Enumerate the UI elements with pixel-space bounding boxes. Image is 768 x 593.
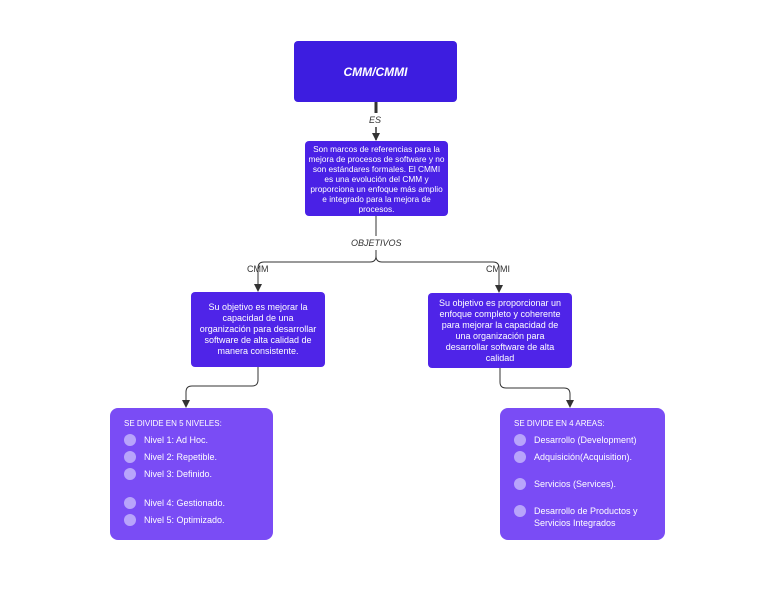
- item-label: Servicios (Services).: [534, 479, 617, 489]
- bullet-icon: [514, 451, 526, 463]
- cmmi-objective-node[interactable]: Su objetivo es proporcionar un enfoque c…: [428, 293, 572, 368]
- bullet-icon: [514, 434, 526, 446]
- cmm-objective-text: Su objetivo es mejorar la capacidad de u…: [199, 302, 317, 356]
- cmmi-objective-text: Su objetivo es proporcionar un enfoque c…: [438, 297, 562, 363]
- areas-node[interactable]: SE DIVIDE EN 4 AREAS: Desarrollo (Develo…: [500, 408, 665, 540]
- edge-label-es: ES: [369, 115, 382, 125]
- item-label: Nivel 5: Optimizado.: [144, 515, 225, 525]
- bullet-icon: [124, 468, 136, 480]
- definition-text: Son marcos de referencias para la mejora…: [308, 143, 445, 214]
- item-label: Nivel 1: Ad Hoc.: [144, 435, 209, 445]
- bullet-icon: [514, 478, 526, 490]
- list-item: Nivel 3: Definido.: [124, 468, 259, 480]
- bullet-icon: [124, 514, 136, 526]
- bullet-icon: [124, 497, 136, 509]
- branch-label-cmm: CMM: [247, 264, 269, 274]
- edge-label-objetivos: OBJETIVOS: [351, 238, 402, 248]
- item-label: Nivel 3: Definido.: [144, 469, 213, 479]
- list-item: Adquisición(Acquisition).: [514, 451, 651, 463]
- definition-node[interactable]: Son marcos de referencias para la mejora…: [305, 141, 448, 216]
- list-item: Desarrollo de Productos y Servicios Inte…: [514, 505, 651, 529]
- root-title: CMM/CMMI: [343, 64, 408, 79]
- item-label: Desarrollo de Productos y Servicios Inte…: [534, 506, 638, 528]
- areas-title: SE DIVIDE EN 4 AREAS:: [514, 419, 605, 428]
- list-item: Desarrollo (Development): [514, 434, 651, 446]
- list-item: Nivel 1: Ad Hoc.: [124, 434, 259, 446]
- item-label: Nivel 4: Gestionado.: [144, 498, 226, 508]
- levels-title: SE DIVIDE EN 5 NIVELES:: [124, 419, 222, 428]
- list-item: Nivel 4: Gestionado.: [124, 497, 259, 509]
- bullet-icon: [124, 434, 136, 446]
- bullet-icon: [124, 451, 136, 463]
- item-label: Desarrollo (Development): [534, 435, 637, 445]
- item-label: Nivel 2: Repetible.: [144, 452, 218, 462]
- levels-node[interactable]: SE DIVIDE EN 5 NIVELES: Nivel 1: Ad Hoc.…: [110, 408, 273, 540]
- bullet-icon: [514, 505, 526, 517]
- branch-label-cmmi: CMMI: [486, 264, 510, 274]
- item-label: Adquisición(Acquisition).: [534, 452, 633, 462]
- cmm-objective-node[interactable]: Su objetivo es mejorar la capacidad de u…: [191, 292, 325, 367]
- root-node[interactable]: CMM/CMMI: [294, 41, 457, 102]
- list-item: Nivel 2: Repetible.: [124, 451, 259, 463]
- list-item: Servicios (Services).: [514, 478, 651, 490]
- list-item: Nivel 5: Optimizado.: [124, 514, 259, 526]
